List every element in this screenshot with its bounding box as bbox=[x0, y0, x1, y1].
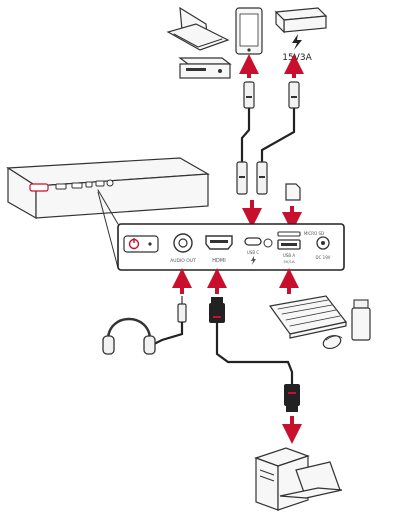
zoom-line-bottom bbox=[97, 191, 119, 269]
laptop-bottom-icon bbox=[279, 461, 343, 499]
lightning-icon bbox=[292, 34, 302, 50]
hdmi-plug-top bbox=[209, 297, 225, 323]
usb-c-plug-bottom-right bbox=[256, 161, 268, 195]
power-button bbox=[123, 235, 159, 253]
power-bank-rating-label: 15V3A bbox=[282, 53, 312, 63]
hdmi-port bbox=[205, 235, 233, 250]
usb-a-port bbox=[277, 239, 301, 250]
audio-jack-plug bbox=[177, 296, 187, 323]
hdmi-plug-bottom bbox=[284, 384, 300, 412]
usb-c-cable-left bbox=[240, 108, 251, 162]
keyboard-icon bbox=[268, 295, 348, 339]
sd-card-icon bbox=[285, 183, 301, 201]
smartphone-icon bbox=[235, 7, 263, 55]
dc-in-port bbox=[316, 236, 330, 250]
audio-out-label: AUDIO OUT bbox=[170, 258, 196, 264]
micro-sd-slot bbox=[277, 231, 301, 237]
media-player-icon bbox=[178, 57, 232, 79]
usb-flash-drive-icon bbox=[351, 299, 371, 341]
zoom-line-top bbox=[97, 189, 119, 225]
audio-out-port bbox=[173, 233, 193, 253]
audio-cable bbox=[149, 322, 184, 347]
usb-c-plug-top-left bbox=[243, 81, 255, 109]
usb-c-port bbox=[244, 237, 262, 246]
micro-sd-label: MICRO SD bbox=[304, 231, 324, 236]
mouse-icon bbox=[322, 334, 343, 350]
usb-a-label: USB A bbox=[283, 253, 295, 258]
power-bank-icon bbox=[274, 7, 328, 34]
hdmi-cable bbox=[215, 323, 294, 384]
dc-in-label: DC 19V bbox=[316, 255, 331, 260]
usb-c-power-icon bbox=[251, 256, 256, 265]
usb-c-plug-top-right bbox=[288, 81, 300, 109]
usb-a-sublabel: 5V/1A bbox=[283, 259, 295, 264]
headphones-icon bbox=[102, 317, 156, 355]
status-indicator bbox=[263, 238, 273, 248]
usb-c-plug-bottom-left bbox=[236, 161, 248, 195]
projector-icon bbox=[6, 157, 211, 220]
laptop-icon bbox=[166, 6, 230, 51]
usb-c-cable-right bbox=[260, 108, 296, 162]
hdmi-label: HDMI bbox=[212, 258, 225, 264]
usb-c-label: USB C bbox=[247, 250, 259, 255]
